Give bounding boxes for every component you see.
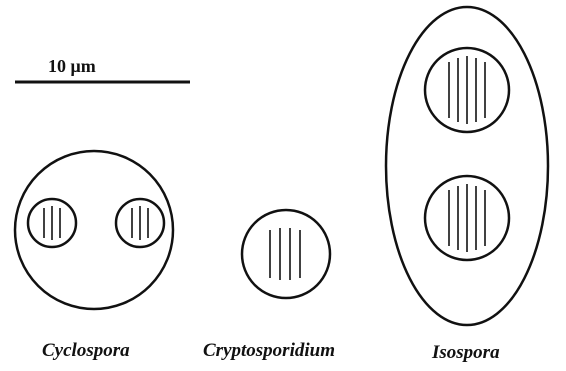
cyclospora-sporocyst-right: [114, 197, 166, 249]
cyclospora-sporocyst-left: [26, 197, 78, 249]
scale-bar-label: 10 μm: [48, 56, 96, 76]
cryptosporidium-oocyst: [240, 208, 332, 300]
isospora-oocyst: [384, 5, 550, 327]
label-isospora: Isospora: [432, 342, 500, 363]
cyclospora-outer-wall: [13, 149, 175, 311]
isospora-sporocyst-top: [423, 46, 511, 134]
isospora-sporocyst-bottom: [423, 174, 511, 262]
label-cryptosporidium: Cryptosporidium: [203, 340, 335, 361]
isospora-outer-wall: [384, 5, 550, 327]
label-cyclospora: Cyclospora: [42, 340, 130, 361]
cyclospora-oocyst: [13, 149, 175, 311]
cryptosporidium-wall: [240, 208, 332, 300]
